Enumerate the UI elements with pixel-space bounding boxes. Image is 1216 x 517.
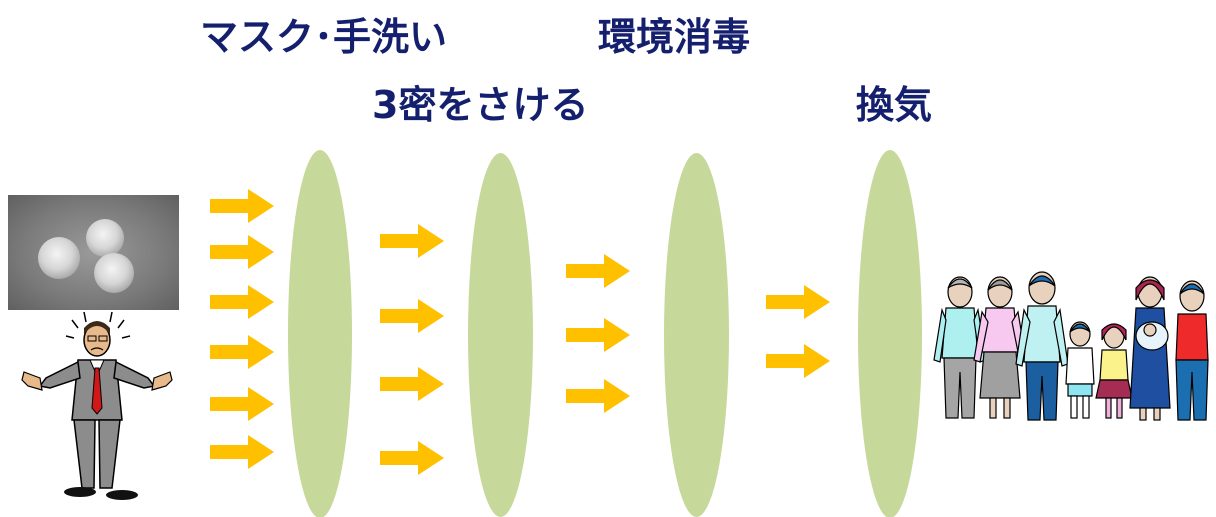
virus-particle <box>86 219 124 257</box>
person-girl <box>1095 323 1133 419</box>
virus-particle <box>94 253 134 293</box>
person-boy <box>1065 321 1095 419</box>
label-avoid-3mitsu: 3密をさける <box>372 83 589 127</box>
person-father <box>1015 271 1069 421</box>
person-grandmother <box>973 276 1027 419</box>
barrier-avoid-3mitsu <box>468 153 533 517</box>
label-disinfect: 環境消毒 <box>598 15 751 59</box>
barrier-ventilation <box>858 150 922 517</box>
virus-micrograph-image <box>8 195 179 310</box>
person-young-man <box>1175 280 1209 421</box>
label-mask-handwash: マスク･手洗い <box>200 15 448 59</box>
virus-particle <box>38 237 80 279</box>
barrier-disinfect <box>664 153 729 517</box>
barrier-mask-handwash <box>288 150 352 517</box>
label-ventilation: 換気 <box>856 83 933 127</box>
person-mother <box>1129 276 1171 421</box>
